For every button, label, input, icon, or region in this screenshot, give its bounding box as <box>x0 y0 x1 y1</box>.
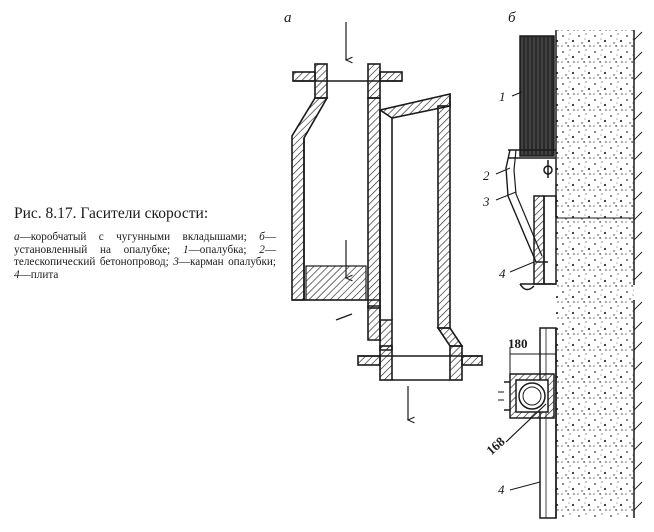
figure-caption: Рис. 8.17. Гасители скорости: а—коробчат… <box>14 205 276 281</box>
caption-title: Рис. 8.17. Гасители скорости: <box>14 205 209 222</box>
formwork-board <box>519 35 555 157</box>
top-right-flange <box>379 71 403 82</box>
top-left-flange <box>292 71 316 82</box>
bottom-right-flange <box>461 355 483 366</box>
callout-4-top: 4 <box>499 266 506 281</box>
dimension-168: 168 <box>483 433 508 458</box>
caption-text-b: —установленный на опалубке; <box>14 231 276 256</box>
caption-key-b: б <box>259 231 265 243</box>
caption-text-a: —коробчатый с чугунными вкладышами; <box>19 231 260 243</box>
label-a: а <box>284 10 292 26</box>
caption-key-1: 1 <box>183 243 189 256</box>
caption-text-1: —опалубка; <box>188 243 260 256</box>
callout-1: 1 <box>499 89 506 104</box>
callout-3: 3 <box>482 194 490 209</box>
velocity-damper-box <box>291 22 483 424</box>
damper-on-formwork <box>495 30 643 518</box>
caption-key-3: 3 <box>173 256 179 269</box>
formwork-pocket <box>533 195 545 285</box>
caption-key-4: 4 <box>14 268 20 281</box>
caption-body: а—коробчатый с чугунными вкладышами; б—у… <box>14 231 276 281</box>
damper-plan-view <box>498 300 643 519</box>
caption-key-2: 2 <box>259 243 265 256</box>
caption-text-4: —плита <box>19 268 59 281</box>
divider-wall <box>367 97 381 309</box>
callout-2: 2 <box>483 168 490 183</box>
cast-iron-insert <box>305 265 367 301</box>
dimension-180: 180 <box>508 336 528 351</box>
caption-text-2: —телескопический бетонопровод; <box>14 243 276 269</box>
label-b: б <box>508 10 516 26</box>
caption-key-a: а <box>14 231 20 243</box>
bottom-left-flange <box>357 355 381 366</box>
callout-4-bottom: 4 <box>498 482 505 497</box>
caption-text-3: —карман опалубки; <box>178 256 276 269</box>
